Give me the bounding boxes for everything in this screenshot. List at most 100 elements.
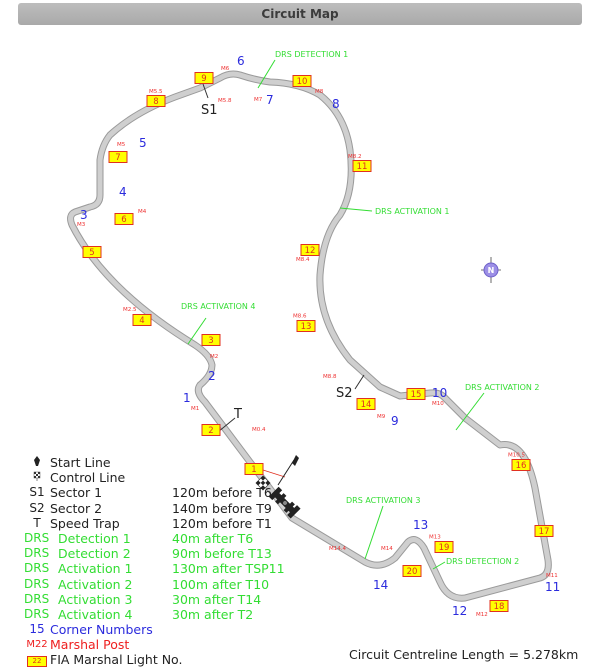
drs-activation-4-line — [187, 317, 207, 345]
marshal-light-number: 12 — [305, 246, 316, 256]
marshal-light-box: 7 — [108, 151, 128, 163]
light-1-leader — [262, 469, 286, 478]
marshal-light-box: 2 — [201, 424, 221, 436]
legend-symbol: M22 — [26, 639, 48, 651]
marshal-post-label: M0.4 — [252, 427, 266, 433]
drs-detection-1-label: DRS DETECTION 1 — [275, 50, 348, 59]
marshal-light-box: 10 — [292, 75, 312, 87]
marshal-post-label: M13 — [429, 535, 441, 541]
marshal-light-box: 13 — [296, 320, 316, 332]
legend-symbol: S1 — [29, 485, 45, 500]
start-line-icon — [24, 455, 50, 471]
corner-number: 10 — [432, 386, 447, 400]
legend-description: 30m after T2 — [172, 606, 254, 622]
corner-number: 5 — [139, 136, 147, 150]
legend-description: 100m after T10 — [172, 576, 270, 592]
start-flag-icon — [292, 455, 299, 466]
corner-number: 1 — [183, 391, 191, 405]
marshal-light-box: 8 — [146, 95, 166, 107]
marshal-light-number: 19 — [439, 543, 450, 553]
speed-trap-label: T — [233, 407, 242, 422]
corner-number: 8 — [332, 97, 340, 111]
marshal-light-sample: 22 — [27, 656, 47, 668]
drs-detection-1-line — [257, 59, 276, 89]
marshal-light-box: 16 — [511, 459, 531, 471]
legend-description: 90m before T13 — [172, 546, 272, 562]
corner-number: 9 — [391, 414, 399, 428]
marshal-post-label: M8.8 — [323, 374, 337, 380]
drs-activation-2-label: DRS ACTIVATION 2 — [465, 383, 539, 392]
corner-number: 6 — [237, 54, 245, 68]
marshal-light-number: 13 — [301, 322, 312, 332]
marshal-light-box: 9 — [194, 72, 214, 84]
legend-label: Detection 1 — [58, 530, 131, 546]
race-car-icon — [268, 486, 301, 519]
marshal-post-label: M8.4 — [296, 257, 310, 263]
marshal-light-number: 4 — [139, 316, 144, 326]
drs-detection-2-line — [432, 561, 446, 570]
marshal-light-number: 5 — [89, 248, 94, 258]
marshal-post-label: M1 — [191, 406, 199, 412]
marshal-light-number: 16 — [516, 461, 527, 471]
legend-label: Control Line — [50, 470, 126, 486]
track-surface — [68, 71, 551, 601]
legend-description: 40m after T6 — [172, 530, 254, 546]
marshal-light-box: 14 — [356, 398, 376, 410]
corner-number: 13 — [413, 518, 428, 532]
drs-activation-1-line — [339, 207, 373, 212]
marshal-light-number: 1 — [251, 465, 256, 475]
marshal-light-number: 17 — [539, 527, 550, 537]
drs-activation-3-label: DRS ACTIVATION 3 — [346, 496, 420, 505]
marshal-light-box: 6 — [114, 213, 134, 225]
legend-symbol: 15 — [29, 622, 45, 637]
legend-symbol: DRS — [24, 591, 50, 606]
marshal-post-label: M8.2 — [348, 154, 362, 160]
start-line-marker — [277, 455, 299, 486]
marshal-post-label: M10 — [432, 401, 444, 407]
marshal-post-label: M2 — [210, 354, 218, 360]
sector-2-label: S2 — [336, 386, 353, 401]
marshal-post-label: M8.6 — [293, 314, 307, 320]
drs-activation-2-line — [455, 392, 485, 431]
sector-1-label: S1 — [201, 103, 218, 118]
marshal-light-number: 7 — [115, 153, 120, 163]
legend-label: Start Line — [50, 455, 111, 470]
legend-label: Activation 3 — [58, 591, 133, 607]
legend-symbol: S2 — [29, 500, 45, 515]
marshal-light-number: 8 — [153, 97, 158, 107]
marshal-light-box: 12 — [300, 244, 320, 256]
marshal-posts: M1M2M2.5M3M4M5M5.5M5.8M6M7M8M8.2M8.4M8.6… — [77, 66, 558, 618]
speed-trap-line — [217, 417, 236, 433]
marshal-light-number: 2 — [208, 426, 213, 436]
control-line-icon — [24, 470, 50, 485]
marshal-light-number: 20 — [407, 567, 418, 577]
legend-label: Activation 1 — [58, 561, 133, 577]
compass-label: N — [488, 266, 495, 275]
legend-row: Start Line — [24, 455, 285, 470]
drs-activation-3-line — [364, 505, 384, 560]
corner-number: 11 — [545, 580, 560, 594]
marshal-post-label: M4 — [138, 209, 147, 215]
marshal-light-symbol: 22 — [24, 652, 50, 668]
sector-1-line — [202, 83, 209, 99]
marshal-light-box: 15 — [406, 388, 426, 400]
marshal-light-number: 3 — [208, 336, 213, 346]
corner-number: 2 — [208, 369, 216, 383]
marshal-light-box: 4 — [132, 314, 152, 326]
legend-symbol: DRS — [24, 606, 50, 621]
marshal-post-label: M8 — [315, 89, 324, 95]
legend-row: Control Line — [24, 470, 285, 485]
marshal-light-box: 5 — [82, 246, 102, 258]
header-bar: Circuit Map — [18, 3, 582, 25]
marshal-light-number: 9 — [201, 74, 206, 84]
